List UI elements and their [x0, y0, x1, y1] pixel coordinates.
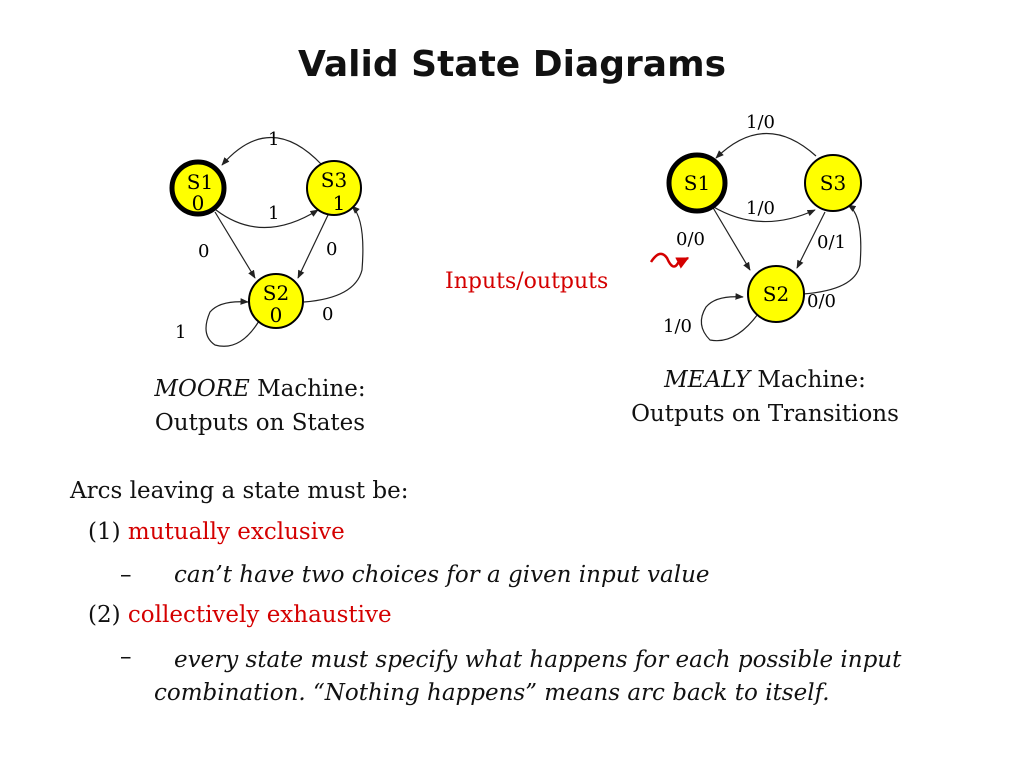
svg-text:1/0: 1/0	[663, 316, 692, 337]
svg-text:0: 0	[270, 303, 283, 327]
rule-2-detail: every state must specify what happens fo…	[154, 647, 902, 706]
svg-text:S2: S2	[263, 281, 289, 305]
moore-caption-italic: MOORE	[154, 376, 250, 402]
arc-s1-s3	[215, 209, 319, 228]
arc-s3-s1	[221, 136, 323, 166]
mealy-caption-italic: MEALY	[664, 367, 751, 393]
mealy-state-s2: S2	[747, 265, 805, 323]
mealy-diagram	[700, 132, 862, 342]
rule-2-number: (2)	[88, 602, 128, 628]
svg-text:0/0: 0/0	[807, 291, 836, 312]
arc-s1-s2	[711, 205, 751, 271]
svg-text:1: 1	[268, 129, 279, 150]
annotation-squiggle-arrow	[649, 252, 690, 269]
rule-2: (2) collectively exhaustive	[88, 602, 392, 628]
svg-text:1: 1	[175, 322, 186, 343]
arc-s3-s2	[297, 214, 329, 279]
rule-1-dash: –	[120, 562, 132, 588]
inputs-outputs-annotation: Inputs/outputs	[445, 269, 608, 294]
svg-text:0: 0	[198, 241, 209, 262]
svg-text:1/0: 1/0	[746, 198, 775, 219]
arc-s2-self	[700, 293, 759, 342]
mealy-caption: MEALY Machine: Outputs on Transitions	[580, 363, 950, 431]
svg-text:0: 0	[326, 239, 337, 260]
moore-state-s3: S3 1	[306, 160, 362, 216]
svg-text:S3: S3	[321, 168, 347, 192]
svg-text:0/1: 0/1	[817, 232, 846, 253]
mealy-caption-rest: Machine:	[750, 367, 866, 393]
intro-text: Arcs leaving a state must be:	[70, 478, 409, 504]
moore-arc-labels: 1 1 0 0 0 1	[175, 129, 337, 343]
moore-caption-line2: Outputs on States	[154, 410, 366, 436]
svg-text:0/0: 0/0	[676, 229, 705, 250]
svg-text:S2: S2	[763, 282, 789, 306]
mealy-state-s1: S1	[666, 152, 728, 214]
arc-s1-s3	[711, 205, 816, 223]
mealy-state-s3: S3	[804, 154, 862, 212]
slide-title: Valid State Diagrams	[297, 44, 727, 85]
rule-2-dash: –	[120, 644, 132, 670]
mealy-caption-line2: Outputs on Transitions	[631, 401, 899, 427]
rule-1-number: (1)	[88, 519, 128, 545]
moore-state-s1: S1 0	[169, 159, 227, 217]
moore-state-s2: S2 0	[248, 273, 304, 329]
svg-text:S1: S1	[684, 171, 710, 195]
svg-text:S1: S1	[187, 170, 213, 194]
moore-caption: MOORE Machine: Outputs on States	[110, 372, 410, 440]
arc-s3-s1	[715, 132, 817, 159]
arc-s3-s2	[796, 211, 826, 269]
svg-text:0: 0	[192, 191, 205, 215]
moore-caption-rest: Machine:	[249, 376, 366, 402]
arc-s1-s2	[214, 211, 256, 279]
rule-1-detail: can’t have two choices for a given input…	[174, 562, 710, 588]
arc-s2-s3	[303, 205, 364, 303]
svg-text:S3: S3	[820, 171, 846, 195]
arc-s2-s3	[802, 204, 862, 295]
svg-text:1/0: 1/0	[746, 112, 775, 133]
rule-1-text: mutually exclusive	[127, 519, 345, 545]
rule-1: (1) mutually exclusive	[88, 519, 345, 545]
arc-s2-self	[205, 298, 260, 347]
svg-text:1: 1	[268, 203, 279, 224]
moore-diagram	[205, 136, 364, 347]
svg-text:1: 1	[333, 191, 346, 215]
svg-text:0: 0	[322, 304, 333, 325]
rule-2-text: collectively exhaustive	[127, 602, 392, 628]
mealy-arc-labels: 1/0 1/0 0/0 0/1 0/0 1/0	[663, 112, 846, 337]
